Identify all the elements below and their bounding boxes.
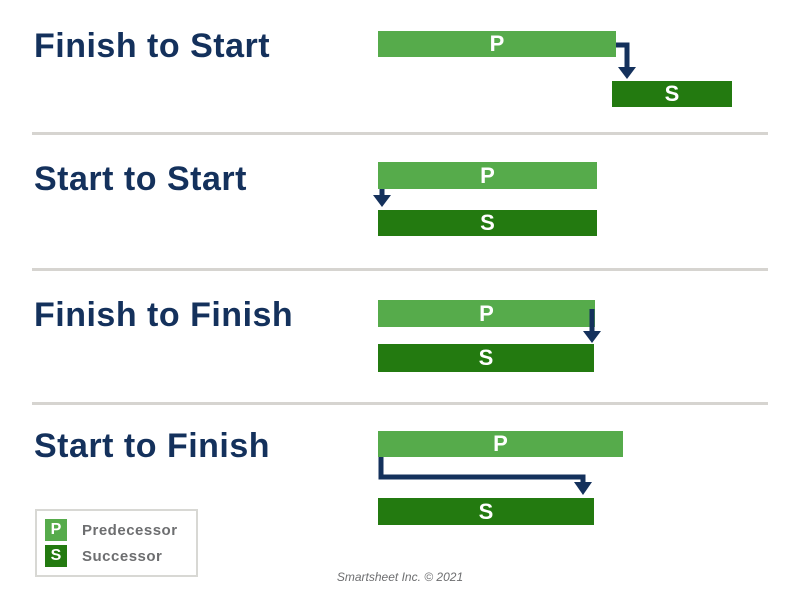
- successor-bar-label: S: [478, 498, 494, 524]
- predecessor-bar-start-to-start: P: [378, 162, 597, 189]
- legend-item-predecessor: P Predecessor: [45, 519, 188, 541]
- section-title-finish-to-finish: Finish to Finish: [34, 296, 294, 334]
- successor-bar-label: S: [480, 210, 495, 235]
- successor-bar-finish-to-start: S: [612, 81, 732, 107]
- copyright-text: Smartsheet Inc. © 2021: [336, 570, 464, 584]
- start-to-finish-arrow: [378, 457, 592, 495]
- successor-bar-finish-to-finish: S: [378, 344, 594, 372]
- section-divider: [32, 402, 768, 405]
- successor-bar-start-to-start: S: [378, 210, 597, 236]
- successor-legend-label: Successor: [82, 547, 163, 565]
- section-title-start-to-finish: Start to Finish: [34, 427, 271, 465]
- successor-bar-start-to-finish: S: [378, 498, 594, 525]
- predecessor-swatch: P: [45, 519, 67, 541]
- section-divider: [32, 268, 768, 271]
- section-title-start-to-start: Start to Start: [34, 160, 247, 198]
- legend-item-successor: S Successor: [45, 545, 188, 567]
- predecessor-bar-label: P: [489, 31, 505, 56]
- legend: P Predecessor S Successor: [35, 509, 198, 577]
- predecessor-bar-label: P: [493, 431, 508, 456]
- section-divider: [32, 132, 768, 135]
- successor-bar-label: S: [664, 81, 680, 106]
- predecessor-bar-finish-to-finish: P: [378, 300, 595, 327]
- finish-to-start-arrow: [616, 42, 636, 79]
- section-title-finish-to-start: Finish to Start: [34, 27, 271, 65]
- start-to-start-arrow: [373, 189, 391, 207]
- predecessor-bar-label: P: [480, 162, 495, 188]
- predecessor-bar-finish-to-start: P: [378, 31, 616, 57]
- predecessor-legend-label: Predecessor: [82, 521, 178, 539]
- successor-bar-label: S: [478, 345, 494, 370]
- predecessor-bar-start-to-finish: P: [378, 431, 623, 457]
- predecessor-bar-label: P: [479, 300, 494, 326]
- successor-swatch: S: [45, 545, 67, 567]
